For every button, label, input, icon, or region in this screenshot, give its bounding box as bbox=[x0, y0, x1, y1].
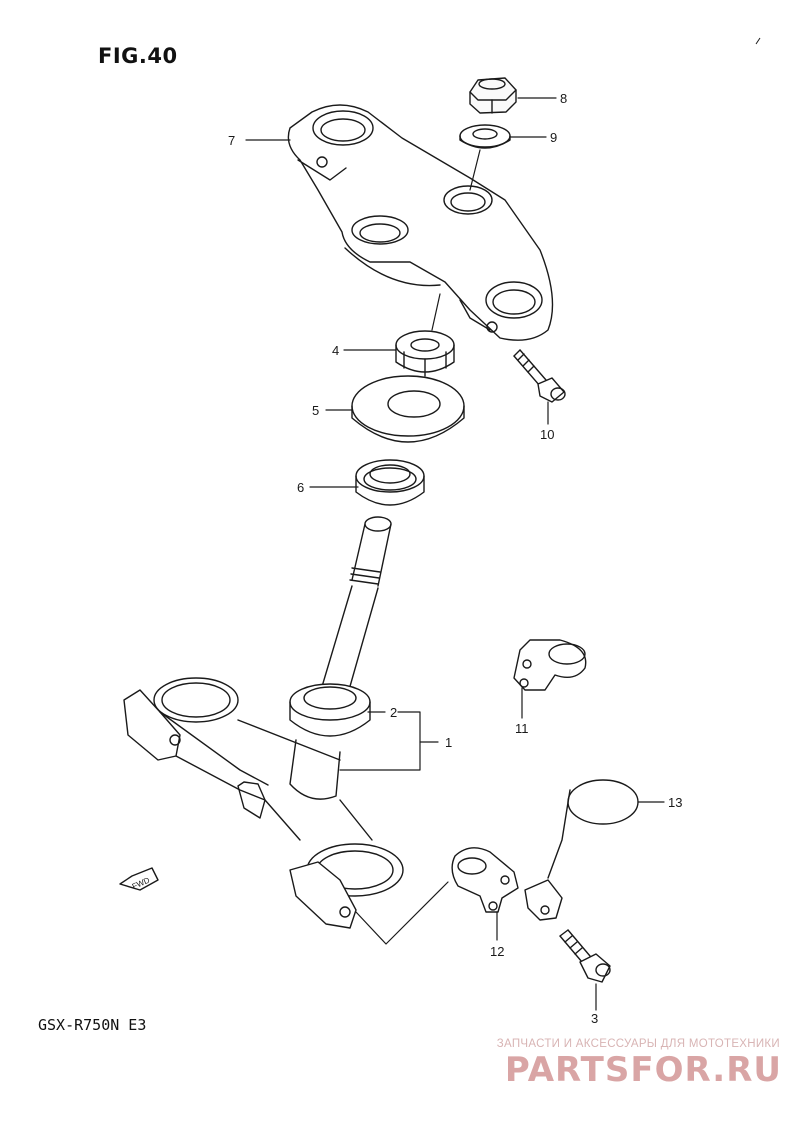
callout-13: 13 bbox=[668, 795, 682, 810]
corner-mark bbox=[755, 37, 761, 45]
part-dust-seal bbox=[351, 375, 465, 443]
callout-10: 10 bbox=[540, 427, 554, 442]
callout-12: 12 bbox=[490, 944, 504, 959]
callout-9: 9 bbox=[550, 130, 557, 145]
watermark-logo: PARTSFOR.RU bbox=[504, 1050, 782, 1090]
callout-5: 5 bbox=[312, 403, 319, 418]
part-upper-bearing bbox=[355, 459, 425, 506]
callout-1: 1 bbox=[445, 735, 452, 750]
part-upper-bracket bbox=[287, 104, 554, 341]
part-clamp-12 bbox=[451, 847, 519, 913]
part-wire-bracket-13 bbox=[524, 779, 639, 921]
part-bolt-10 bbox=[513, 349, 566, 403]
watermark-caption: ЗАПЧАСТИ И АКСЕССУАРЫ ДЛЯ МОТОТЕХНИКИ bbox=[496, 1038, 780, 1050]
part-steering-stem bbox=[289, 516, 392, 800]
part-lower-bracket bbox=[123, 677, 404, 929]
part-stem-nut bbox=[395, 330, 455, 377]
part-bolt-3 bbox=[559, 929, 611, 983]
callout-2: 2 bbox=[390, 705, 397, 720]
part-washer bbox=[459, 124, 511, 149]
model-code: GSX-R750N E3 bbox=[38, 1016, 147, 1034]
fwd-arrow-icon bbox=[119, 867, 159, 891]
part-cap-nut bbox=[469, 77, 517, 114]
callout-7: 7 bbox=[228, 133, 235, 148]
part-clamp-11 bbox=[513, 639, 587, 691]
leader-lines bbox=[245, 97, 665, 1011]
callout-6: 6 bbox=[297, 480, 304, 495]
callout-4: 4 bbox=[332, 343, 339, 358]
part-lower-bearing bbox=[289, 683, 371, 737]
callout-11: 11 bbox=[515, 721, 529, 736]
figure-title: FIG.40 bbox=[98, 44, 178, 68]
callout-8: 8 bbox=[560, 91, 567, 106]
callout-3: 3 bbox=[591, 1011, 598, 1026]
